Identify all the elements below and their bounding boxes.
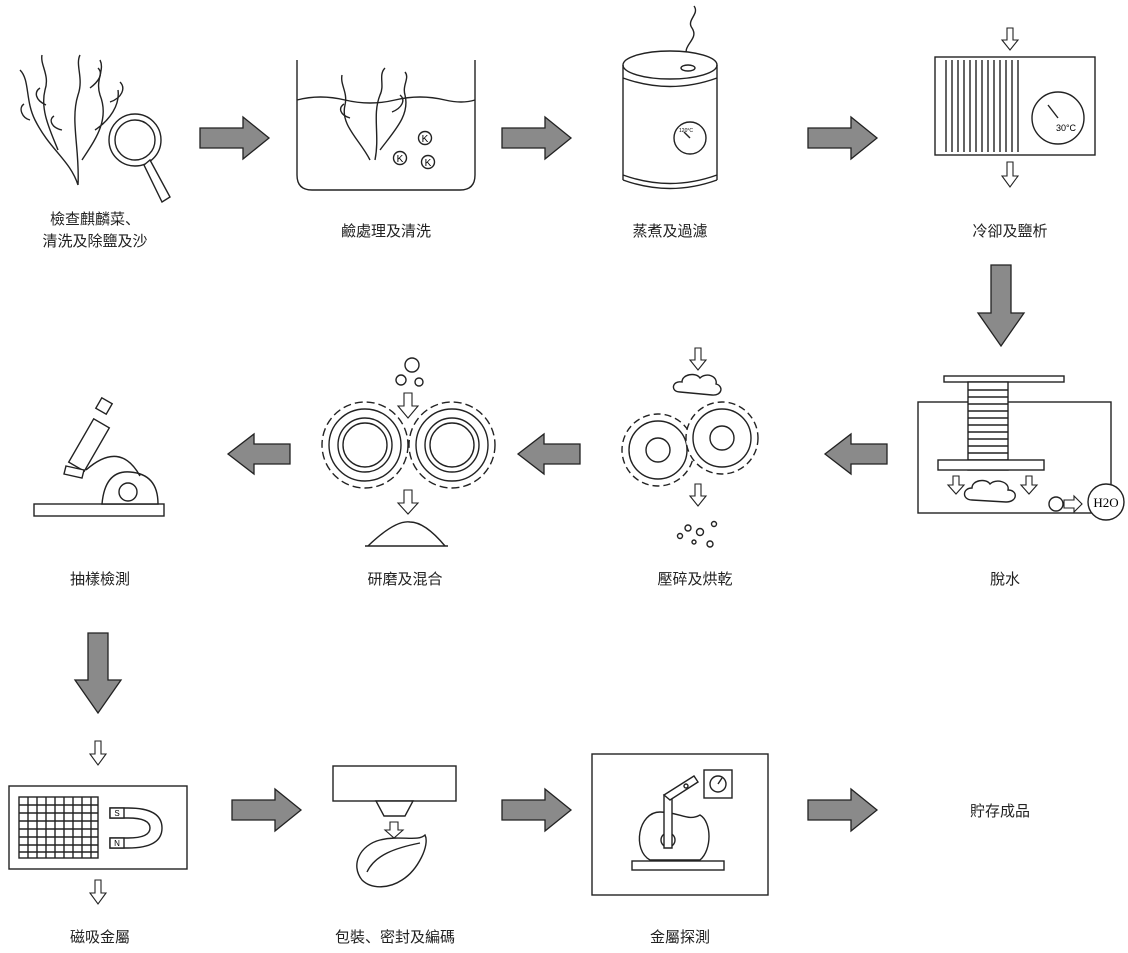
steam-temp-label: 120°C bbox=[679, 128, 693, 134]
step-label-metal-detect: 金屬探測 bbox=[649, 928, 710, 946]
flow-arrow-right bbox=[807, 115, 879, 161]
flow-arrow-right bbox=[231, 787, 303, 833]
crusher-icon bbox=[621, 347, 759, 548]
magnet-s-label: S bbox=[114, 809, 119, 818]
flow-arrow-right bbox=[501, 115, 573, 161]
step-label-inspect-clean: 檢查麒麟菜、 清洗及除鹽及沙 bbox=[42, 210, 148, 250]
metal-detector-icon bbox=[591, 753, 769, 896]
cool-temp-label: 30°C bbox=[1056, 123, 1077, 133]
packaging-icon bbox=[332, 765, 457, 888]
flow-arrow-down bbox=[73, 632, 123, 715]
step-label-crush-dry: 壓碎及烘乾 bbox=[657, 570, 733, 588]
grinder-icon bbox=[321, 357, 496, 547]
flow-arrow-right bbox=[807, 787, 879, 833]
flow-arrow-right bbox=[501, 787, 573, 833]
alkali-k-label: K bbox=[422, 134, 429, 145]
magnet-n-label: N bbox=[114, 839, 120, 848]
flow-arrow-left bbox=[516, 432, 581, 476]
step-label-sampling: 抽樣檢測 bbox=[69, 570, 130, 588]
alkali-k-label: K bbox=[425, 158, 432, 169]
flow-arrow-left bbox=[226, 432, 291, 476]
microscope-icon bbox=[33, 396, 165, 517]
press-icon: H2O bbox=[917, 375, 1125, 521]
water-label: H2O bbox=[1093, 495, 1118, 510]
step-label-cool-salt: 冷卻及鹽析 bbox=[972, 222, 1048, 240]
alkali-tank-icon: K K K bbox=[296, 60, 476, 191]
magnet-icon: S N bbox=[8, 740, 188, 905]
step-label-storage: 貯存成品 bbox=[969, 802, 1030, 820]
step-label-steam-filter: 蒸煮及過濾 bbox=[632, 222, 708, 240]
flow-arrow-right bbox=[199, 115, 271, 161]
cooling-unit-icon: 30°C bbox=[934, 27, 1096, 188]
step-label-grind-mix: 研磨及混合 bbox=[367, 570, 443, 588]
step-label-magnet: 磁吸金屬 bbox=[69, 928, 130, 946]
step-label-packaging: 包裝、密封及編碼 bbox=[334, 928, 455, 946]
step-label-alkali-wash: 鹼處理及清洗 bbox=[340, 222, 431, 240]
step-label-dewater: 脫水 bbox=[989, 570, 1020, 588]
seaweed-magnifier-icon bbox=[19, 54, 171, 204]
flow-arrow-left bbox=[823, 432, 888, 476]
alkali-k-label: K bbox=[397, 154, 404, 165]
steam-cooker-icon: 120°C bbox=[622, 5, 718, 190]
flow-arrow-down bbox=[976, 264, 1026, 348]
